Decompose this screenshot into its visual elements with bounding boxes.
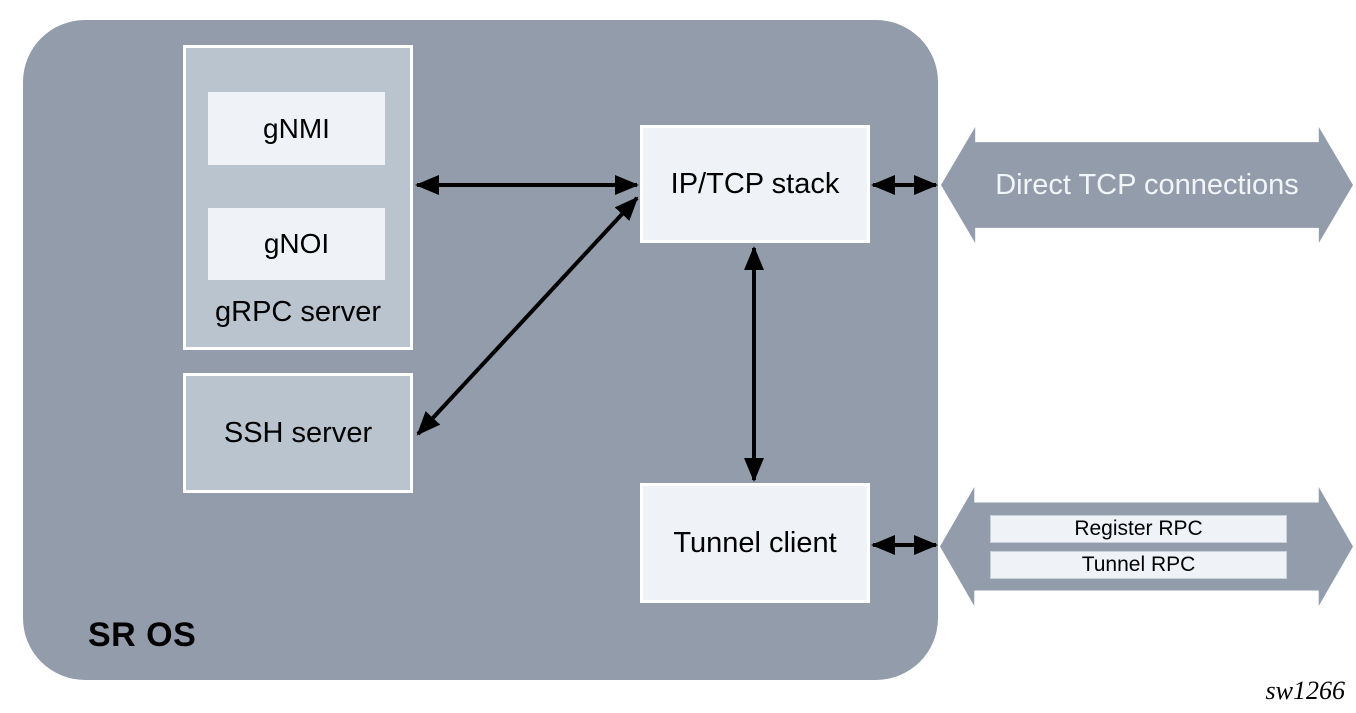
register-rpc-label: Register RPC: [1074, 517, 1203, 540]
direct-tcp-connections-arrow: Direct TCP connections: [941, 127, 1353, 243]
register-rpc-box: Register RPC: [990, 515, 1287, 543]
gnmi-label: gNMI: [263, 112, 330, 144]
ip-tcp-stack-label: IP/TCP stack: [670, 167, 840, 200]
tunnel-client-box: Tunnel client: [640, 483, 870, 603]
tunnel-rpc-box: Tunnel RPC: [990, 551, 1287, 579]
ssh-server-label: SSH server: [223, 416, 373, 449]
gnoi-label: gNOI: [263, 228, 330, 259]
ssh-server-box: SSH server: [183, 373, 413, 493]
gnoi-box: gNOI: [208, 208, 385, 280]
sros-label: SR OS: [88, 616, 197, 654]
gnmi-box: gNMI: [208, 92, 385, 165]
tunnel-client-label: Tunnel client: [673, 526, 837, 559]
tunnel-rpc-arrow: Register RPC Tunnel RPC: [940, 487, 1353, 606]
direct-tcp-connections-label: Direct TCP connections: [995, 168, 1299, 201]
ip-tcp-stack-box: IP/TCP stack: [640, 125, 870, 243]
grpc-server-label: gRPC server: [215, 296, 381, 328]
figure-id-watermark: sw1266: [1265, 676, 1345, 705]
tunnel-rpc-label: Tunnel RPC: [1081, 553, 1196, 576]
